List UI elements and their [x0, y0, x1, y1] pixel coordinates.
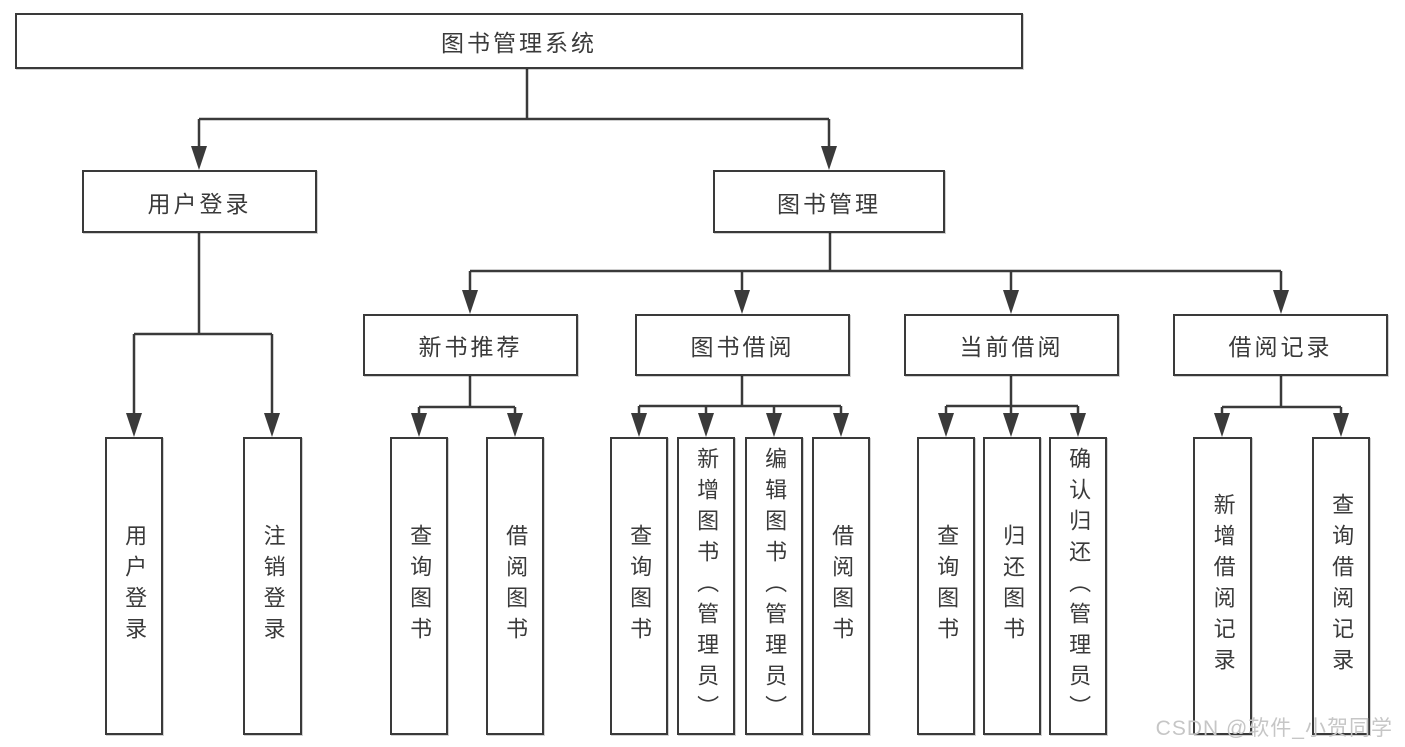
connector-user-login-branch — [126, 233, 280, 437]
leaf-add-borrow-record: 新增借阅记录 — [1193, 437, 1252, 735]
node-user-login-label: 用户登录 — [147, 190, 252, 217]
csdn-watermark: CSDN @软件_小贺同学 — [1155, 717, 1393, 740]
leaf-confirm-return-admin: 确认归还（管理员） — [1049, 437, 1107, 735]
leaf-logout: 注销登录 — [243, 437, 302, 735]
connector-current-borrow-branch — [938, 376, 1086, 437]
node-user-login: 用户登录 — [82, 170, 317, 233]
node-book-management: 图书管理 — [713, 170, 945, 233]
leaf-query-books-recommend: 查询图书 — [390, 437, 448, 735]
leaf-query-borrow-record: 查询借阅记录 — [1312, 437, 1370, 735]
node-new-book-recommend: 新书推荐 — [363, 314, 578, 376]
leaf-query-books-current: 查询图书 — [917, 437, 975, 735]
leaf-borrow-books-borrow: 借阅图书 — [812, 437, 870, 735]
node-new-book-recommend-label: 新书推荐 — [418, 334, 523, 360]
connector-borrow-records-branch — [1214, 376, 1349, 437]
leaf-add-book-admin: 新增图书（管理员） — [677, 437, 735, 735]
node-current-borrowing: 当前借阅 — [904, 314, 1119, 376]
connector-root-to-level2 — [191, 69, 837, 170]
node-library-management-system-label: 图书管理系统 — [441, 30, 597, 56]
connector-new-book-branch — [411, 376, 523, 437]
node-book-management-label: 图书管理 — [777, 190, 881, 217]
node-borrowing-records-label: 借阅记录 — [1228, 334, 1333, 360]
connector-book-management-branch — [462, 233, 1289, 314]
node-borrowing-records: 借阅记录 — [1173, 314, 1388, 376]
leaf-return-book: 归还图书 — [983, 437, 1041, 735]
leaf-borrow-books-recommend: 借阅图书 — [486, 437, 544, 735]
connector-book-borrow-branch — [631, 376, 849, 437]
node-book-borrowing: 图书借阅 — [635, 314, 850, 376]
node-book-borrowing-label: 图书借阅 — [690, 334, 795, 360]
leaf-user-login: 用户登录 — [105, 437, 163, 735]
leaf-query-books-borrow: 查询图书 — [610, 437, 668, 735]
leaf-edit-book-admin: 编辑图书（管理员） — [745, 437, 803, 735]
node-library-management-system: 图书管理系统 — [15, 13, 1023, 69]
node-current-borrowing-label: 当前借阅 — [959, 334, 1064, 360]
